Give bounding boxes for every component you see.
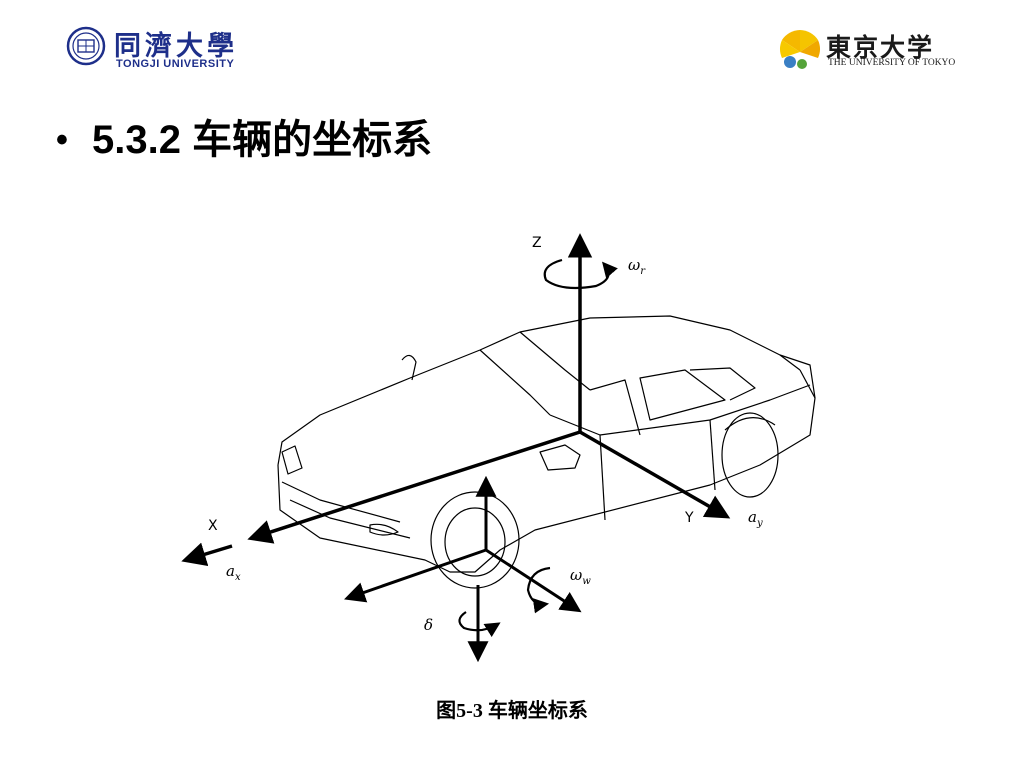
tongji-logo: 同濟大學 TONGJI UNIVERSITY — [66, 26, 256, 74]
a-y-label: ay — [748, 508, 763, 529]
bullet-point: • — [56, 121, 68, 159]
utokyo-logo: 東京大学 THE UNIVERSITY OF TOKYO — [778, 26, 958, 74]
y-axis — [579, 430, 731, 519]
utokyo-japanese-name: 東京大学 — [826, 33, 935, 62]
wheel-spin-rotation-arrow — [526, 566, 551, 614]
slide-heading: • 5.3.2 车辆的坐标系 — [56, 112, 432, 168]
tongji-english-name: TONGJI UNIVERSITY — [116, 58, 235, 70]
main-axes — [181, 233, 731, 567]
ginkgo-leaf-icon — [780, 30, 820, 69]
delta-label: δ — [424, 616, 433, 634]
z-axis-label: Z — [532, 235, 542, 251]
utokyo-english-name: THE UNIVERSITY OF TOKYO — [828, 58, 956, 68]
a-x-arrow — [181, 542, 233, 567]
steer-rotation-arrow — [458, 611, 501, 638]
tongji-seal-icon — [66, 26, 106, 66]
wheel-longitudinal-axis — [344, 548, 487, 603]
car-outline — [277, 315, 816, 589]
wheel-lateral-axis — [485, 548, 582, 613]
slide-title: 5.3.2 车辆的坐标系 — [92, 118, 433, 162]
omega-r-label: ωr — [628, 256, 646, 277]
y-axis-label: Y — [684, 510, 694, 526]
omega-w-label: ωw — [570, 566, 591, 587]
figure-caption: 图5-3 车辆坐标系 — [436, 700, 588, 722]
x-axis — [247, 430, 581, 544]
a-x-label: ax — [226, 562, 241, 583]
yaw-rotation-arrow — [543, 258, 618, 290]
x-axis-label: X — [208, 518, 218, 534]
rotation-arrows — [458, 258, 618, 638]
tongji-chinese-name: 同濟大學 — [114, 31, 238, 62]
wheel-axes — [344, 475, 582, 663]
vehicle-coordinate-figure: Z X Y ωr ay ax ωw δ — [181, 233, 816, 663]
